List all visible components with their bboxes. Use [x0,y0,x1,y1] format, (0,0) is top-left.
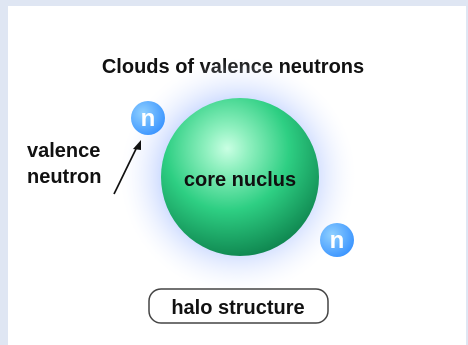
core-nucleus-label: core nuclus [184,169,296,191]
neutron-symbol-bottom: n [330,227,345,254]
neutron-icon-bottom: n [320,223,354,257]
pointer-arrow-icon [113,140,141,195]
valence-label-line-2: neutron [27,166,101,188]
valence-neutron-label: valence neutron [27,140,101,188]
nucleus-icon [161,98,319,256]
halo-structure-caption-box: halo structure [148,288,329,324]
halo-structure-caption: halo structure [171,297,304,319]
neutron-symbol-top: n [141,105,156,132]
neutron-icon-top: n [131,101,165,135]
valence-label-line-1: valence [27,140,100,162]
